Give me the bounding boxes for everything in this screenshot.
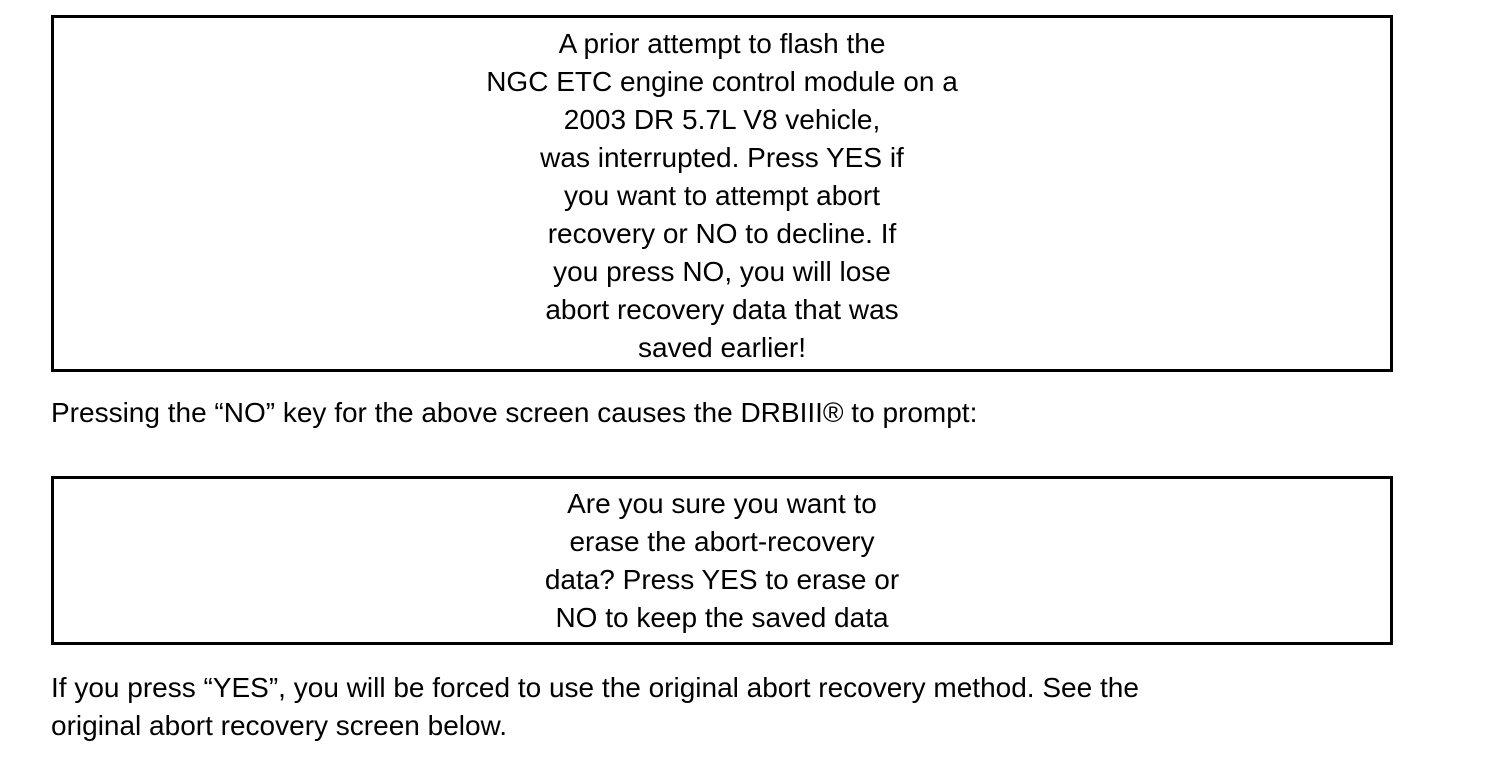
screen-line: erase the abort-recovery	[569, 526, 875, 557]
screen-box-2-text: Are you sure you want to erase the abort…	[54, 485, 1390, 637]
screen-line: recovery or NO to decline. If	[547, 218, 897, 249]
abort-recovery-prompt-screen-box: A prior attempt to flash the NGC ETC eng…	[51, 15, 1393, 372]
screen-line: saved earlier!	[637, 332, 807, 363]
screen-line: you press NO, you will lose	[553, 256, 891, 287]
screen-line: NO to keep the saved data	[555, 602, 889, 633]
paragraph-line: original abort recovery screen below.	[51, 710, 508, 741]
screen-box-1-text: A prior attempt to flash the NGC ETC eng…	[54, 25, 1390, 367]
screen-line: data? Press YES to erase or	[544, 564, 900, 595]
screen-line: A prior attempt to flash the	[558, 28, 886, 59]
paragraph-line: Pressing the “NO” key for the above scre…	[51, 397, 978, 428]
paragraph-press-yes: If you press “YES”, you will be forced t…	[51, 669, 1381, 745]
screen-line: abort recovery data that was	[545, 294, 899, 325]
screen-line: Are you sure you want to	[567, 488, 877, 519]
screen-line: was interrupted. Press YES if	[540, 142, 904, 173]
erase-confirmation-screen-box: Are you sure you want to erase the abort…	[51, 476, 1393, 645]
screen-line: you want to attempt abort	[564, 180, 880, 211]
screen-line: 2003 DR 5.7L V8 vehicle,	[563, 104, 881, 135]
paragraph-pressing-no: Pressing the “NO” key for the above scre…	[51, 394, 1371, 432]
screen-line: NGC ETC engine control module on a	[486, 66, 958, 97]
paragraph-line: If you press “YES”, you will be forced t…	[51, 672, 1139, 703]
